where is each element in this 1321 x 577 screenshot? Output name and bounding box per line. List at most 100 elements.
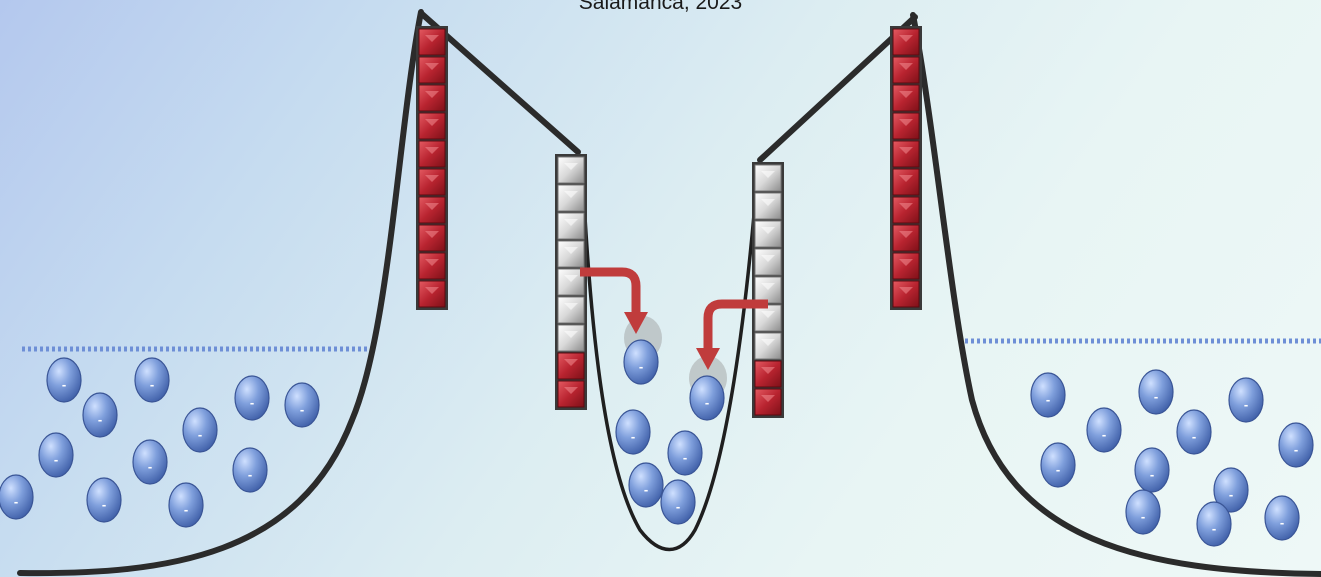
left-tunneling-arrow — [580, 267, 648, 334]
electron: - — [667, 430, 703, 476]
electron-charge-label: - — [150, 377, 154, 392]
electron-charge-label: - — [705, 395, 709, 410]
gate-tile-neutral — [557, 268, 585, 296]
gate-tile-neutral — [754, 248, 782, 276]
electron: - — [1213, 467, 1249, 513]
electron: - — [182, 407, 218, 453]
gate-tile-neutral — [557, 156, 585, 184]
electron-charge-label: - — [631, 429, 635, 444]
electron: - — [1196, 501, 1232, 547]
electron: - — [132, 439, 168, 485]
electron-charge-label: - — [250, 395, 254, 410]
gate-tile-charged — [418, 112, 446, 140]
gate-tile-neutral — [754, 332, 782, 360]
electron-charge-label: - — [1244, 397, 1248, 412]
quantum-dot-well — [580, 161, 760, 552]
electron-charge-label: - — [1280, 515, 1284, 530]
gate-tile-charged — [892, 280, 920, 308]
gate-tile-neutral — [557, 184, 585, 212]
electron: - — [1030, 372, 1066, 418]
right-reservoir-electrons: ------------ — [1030, 369, 1314, 547]
electron-charge-label: - — [1192, 429, 1196, 444]
gate-tile-charged — [892, 252, 920, 280]
gate-tile-neutral — [557, 324, 585, 352]
electron: - — [628, 462, 664, 508]
gate-tile-charged — [557, 380, 585, 408]
right-inner-gate — [752, 162, 784, 418]
electron-charge-label: - — [639, 359, 643, 374]
electron: - — [1176, 409, 1212, 455]
electron-charge-label: - — [683, 450, 687, 465]
gate-tile-charged — [892, 84, 920, 112]
electron: - — [615, 409, 651, 455]
gate-tile-charged — [418, 140, 446, 168]
electron-charge-label: - — [1056, 462, 1060, 477]
gate-tile-charged — [418, 196, 446, 224]
right-barrier-slope — [757, 14, 918, 163]
electron-charge-label: - — [1294, 442, 1298, 457]
gate-tile-charged — [892, 56, 920, 84]
gate-tile-charged — [754, 388, 782, 416]
gate-tile-charged — [557, 352, 585, 380]
electron: - — [38, 432, 74, 478]
gate-tile-charged — [418, 252, 446, 280]
electron: - — [82, 392, 118, 438]
electron: - — [86, 477, 122, 523]
electron-charge-label: - — [98, 412, 102, 427]
gate-tile-neutral — [754, 304, 782, 332]
quantum-dot-electrons: ------ — [615, 339, 725, 525]
electron-charge-label: - — [148, 459, 152, 474]
right-tunneling-arrow — [696, 299, 768, 370]
electron: - — [232, 447, 268, 493]
electron: - — [660, 479, 696, 525]
gate-tile-neutral — [754, 220, 782, 248]
gate-tile-charged — [892, 196, 920, 224]
right-outer-gate — [890, 26, 922, 310]
electron-charge-label: - — [300, 402, 304, 417]
gate-tile-charged — [418, 84, 446, 112]
electron: - — [689, 375, 725, 421]
electron-charge-label: - — [248, 467, 252, 482]
electron: - — [46, 357, 82, 403]
left-reservoir-electrons: - - - - - - - - - - - - — [0, 357, 320, 528]
electron-charge-label: - — [184, 502, 188, 517]
gate-tile-charged — [892, 112, 920, 140]
electron-charge-label: - — [1229, 487, 1233, 502]
gate-tile-charged — [892, 140, 920, 168]
gate-tile-neutral — [754, 276, 782, 304]
electron: - — [0, 474, 34, 520]
electron-charge-label: - — [62, 377, 66, 392]
left-outer-gate — [416, 26, 448, 310]
gate-tile-charged — [418, 224, 446, 252]
gate-tile-charged — [754, 360, 782, 388]
gate-tile-charged — [418, 56, 446, 84]
gate-tile-neutral — [557, 240, 585, 268]
electron-charge-label: - — [1141, 509, 1145, 524]
gate-tile-charged — [892, 224, 920, 252]
gate-tile-charged — [418, 280, 446, 308]
electron-charge-label: - — [14, 494, 18, 509]
gate-tile-charged — [892, 168, 920, 196]
gate-tile-charged — [418, 168, 446, 196]
electron: - — [1125, 489, 1161, 535]
gate-tile-neutral — [557, 296, 585, 324]
electron: - — [623, 339, 659, 385]
electron-charge-label: - — [198, 427, 202, 442]
left-reservoir-curve — [17, 9, 424, 577]
electron: - — [1228, 377, 1264, 423]
electron: - — [284, 382, 320, 428]
electron: - — [1138, 369, 1174, 415]
electron: - — [1264, 495, 1300, 541]
electron-charge-label: - — [54, 452, 58, 467]
gate-tile-charged — [418, 28, 446, 56]
gate-tile-neutral — [557, 212, 585, 240]
electron-charge-label: - — [1102, 427, 1106, 442]
electron-charge-label: - — [1150, 467, 1154, 482]
caption: Salamanca, 2023 — [578, 0, 743, 14]
electron-charge-label: - — [1154, 389, 1158, 404]
right-reservoir-curve — [910, 12, 1321, 577]
electron-charge-label: - — [1046, 392, 1050, 407]
gate-tile-neutral — [754, 164, 782, 192]
gate-tile-neutral — [754, 192, 782, 220]
